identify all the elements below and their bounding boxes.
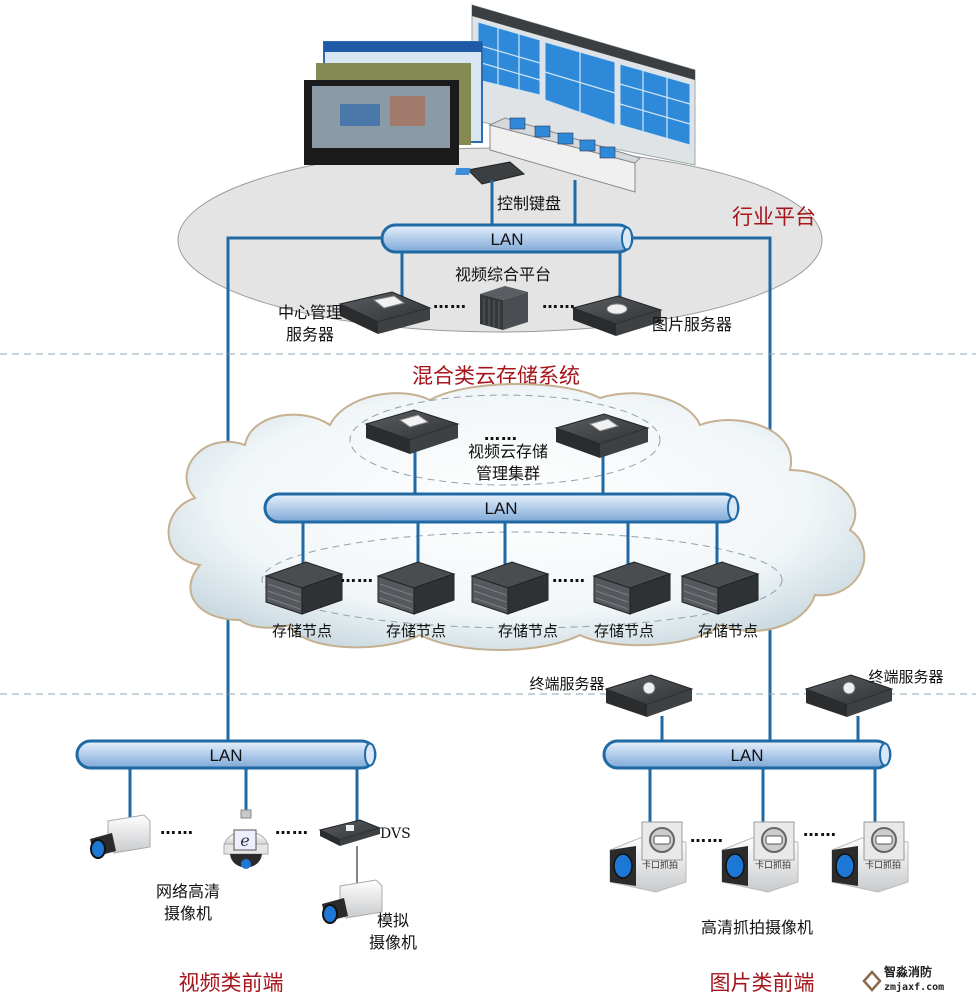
network-camera-label-line1: 网络高清 — [156, 882, 220, 901]
platform-lan-label: LAN — [490, 230, 523, 249]
monitoring-screens-icon — [304, 41, 483, 165]
storage-node-icon — [592, 561, 672, 615]
storage-node-zone — [261, 531, 783, 629]
cluster-server-right-icon — [554, 413, 650, 458]
console-desk-icon — [488, 117, 641, 193]
image-frontend-lan-pipe: LAN — [602, 739, 892, 770]
storage-node-label: 存储节点 — [272, 622, 332, 640]
storage-node-icon — [264, 561, 344, 615]
network-dome-camera-icon: e — [223, 809, 269, 869]
control-keyboard-label: 控制键盘 — [497, 194, 561, 213]
platform-ellipsis-right: …… — [542, 293, 576, 312]
watermark-logo: 智淼消防 zmjaxf.com — [862, 964, 944, 993]
video-ellipsis-right: …… — [275, 819, 309, 838]
terminal-server-right-label: 终端服务器 — [868, 668, 943, 686]
video-platform-label: 视频综合平台 — [455, 265, 551, 284]
center-server-icon — [338, 291, 432, 334]
center-server-label-line2: 服务器 — [286, 325, 334, 344]
video-ellipsis-left: …… — [160, 819, 194, 838]
storage-ellipsis-left: …… — [340, 567, 374, 586]
network-camera-label-line2: 摄像机 — [164, 904, 212, 923]
watermark-site: zmjaxf.com — [884, 981, 944, 993]
checkpoint-capture-camera-icon — [831, 821, 909, 893]
storage-lan-pipe: LAN — [263, 492, 740, 524]
checkpoint-capture-camera-icon — [609, 821, 687, 893]
section-title-video-frontend: 视频类前端 — [179, 971, 284, 995]
checkpoint-camera-label: 卡口抓拍 — [865, 859, 901, 871]
image-server-label: 图片服务器 — [652, 315, 732, 334]
cluster-label-line2: 管理集群 — [476, 464, 540, 483]
section-title-platform: 行业平台 — [732, 205, 816, 229]
image-frontend-lan-label: LAN — [730, 746, 763, 765]
storage-links — [301, 448, 719, 570]
dvs-icon — [318, 819, 382, 846]
cluster-zone — [349, 394, 661, 486]
cluster-ellipsis: …… — [484, 425, 518, 444]
cluster-label-line1: 视频云存储 — [468, 442, 548, 461]
storage-node-label: 存储节点 — [594, 622, 654, 640]
video-platform-chassis-icon — [480, 286, 528, 330]
storage-lan-label: LAN — [484, 499, 517, 518]
platform-ellipsis-left: …… — [433, 293, 467, 312]
checkpoint-camera-label: 卡口抓拍 — [642, 859, 678, 871]
terminal-server-left-label: 终端服务器 — [529, 675, 604, 693]
network-box-camera-icon — [90, 814, 151, 859]
center-server-label-line1: 中心管理 — [278, 303, 342, 322]
video-frontend-lan-label: LAN — [209, 746, 242, 765]
svg-text:e: e — [240, 831, 249, 850]
section-title-image-frontend: 图片类前端 — [710, 971, 815, 995]
analog-camera-icon — [322, 879, 383, 924]
image-ellipsis-left: …… — [690, 827, 724, 846]
control-keyboard-icon — [455, 161, 526, 185]
image-ellipsis-right: …… — [803, 821, 837, 840]
terminal-server-right-icon — [804, 674, 894, 717]
storage-node-icon — [470, 561, 550, 615]
checkpoint-capture-camera-icon — [721, 821, 799, 893]
storage-node-icon — [376, 561, 456, 615]
dvs-label: DVS — [380, 826, 411, 842]
frontend-links — [128, 716, 877, 822]
storage-node-label: 存储节点 — [698, 622, 758, 640]
image-server-icon — [571, 295, 663, 336]
storage-node-icon — [680, 561, 760, 615]
storage-node-label: 存储节点 — [498, 622, 558, 640]
storage-node-label: 存储节点 — [386, 622, 446, 640]
analog-camera-label-line2: 摄像机 — [369, 933, 417, 952]
storage-ellipsis-right: …… — [552, 567, 586, 586]
checkpoint-camera-label: 卡口抓拍 — [755, 859, 791, 871]
storage-nodes — [264, 561, 760, 615]
analog-camera-label-line1: 模拟 — [377, 911, 409, 930]
storage-node-labels: 存储节点 存储节点 存储节点 存储节点 存储节点 — [272, 622, 758, 640]
video-frontend-lan-pipe: LAN — [75, 739, 377, 770]
terminal-server-left-icon — [604, 674, 694, 717]
cluster-server-left-icon — [364, 409, 460, 454]
watermark-name: 智淼消防 — [883, 964, 932, 979]
hd-capture-camera-label: 高清抓拍摄像机 — [701, 918, 813, 937]
checkpoint-cameras — [609, 821, 909, 893]
platform-lan-pipe: LAN — [380, 223, 634, 254]
checkpoint-camera-labels: 卡口抓拍 卡口抓拍 卡口抓拍 — [642, 859, 901, 871]
